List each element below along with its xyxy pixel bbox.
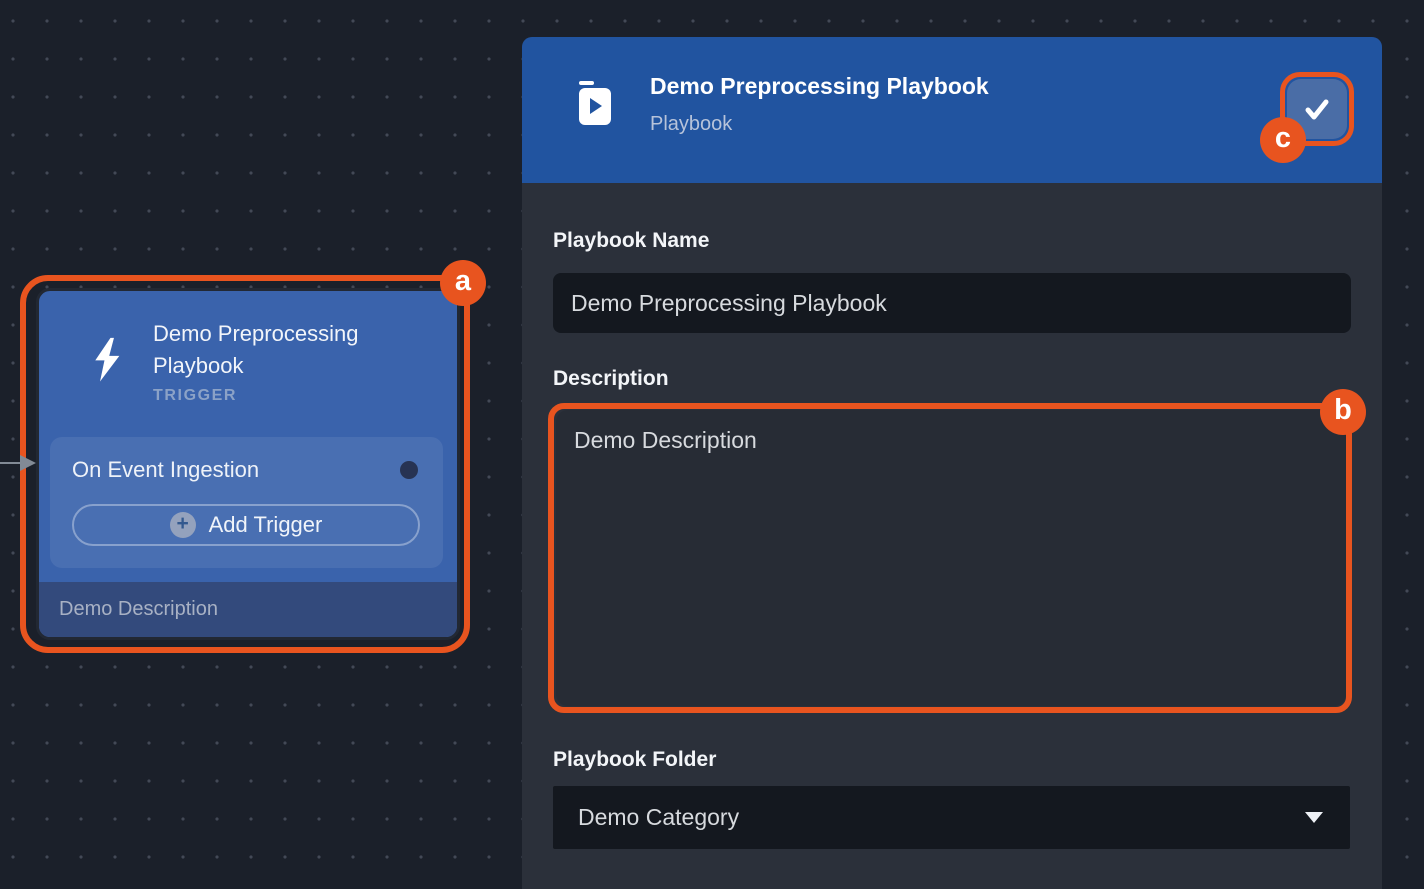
node-description-footer: Demo Description bbox=[39, 582, 457, 637]
playbook-name-label: Playbook Name bbox=[553, 229, 710, 252]
panel-title: Demo Preprocessing Playbook bbox=[650, 73, 989, 99]
annotation-b-badge: b bbox=[1320, 389, 1366, 435]
description-label: Description bbox=[553, 367, 669, 390]
panel-header: Demo Preprocessing Playbook Playbook bbox=[522, 37, 1382, 183]
check-icon bbox=[1305, 99, 1329, 120]
connector-line bbox=[0, 462, 21, 464]
add-trigger-button[interactable]: + Add Trigger bbox=[72, 504, 420, 546]
playbook-folder-label: Playbook Folder bbox=[553, 748, 717, 771]
annotation-a-badge: a bbox=[440, 260, 486, 306]
playbook-name-input[interactable] bbox=[553, 273, 1351, 333]
trigger-port-dot[interactable] bbox=[400, 461, 418, 479]
lightning-icon bbox=[95, 337, 120, 382]
caret-down-icon bbox=[1305, 812, 1323, 823]
node-title: Demo Preprocessing Playbook bbox=[153, 321, 359, 378]
annotation-c-badge: c bbox=[1260, 117, 1306, 163]
trigger-node[interactable]: Demo Preprocessing Playbook TRIGGER On E… bbox=[36, 288, 460, 640]
trigger-list: On Event Ingestion + Add Trigger bbox=[50, 437, 443, 568]
connector-arrow-icon bbox=[20, 455, 36, 471]
add-trigger-label: Add Trigger bbox=[208, 512, 323, 537]
plus-icon: + bbox=[169, 512, 196, 538]
playbook-folder-select[interactable]: Demo Category bbox=[553, 786, 1350, 849]
description-textarea[interactable]: Demo Description bbox=[556, 410, 1346, 706]
details-panel: Demo Preprocessing Playbook Playbook Pla… bbox=[522, 37, 1382, 889]
playbook-icon bbox=[579, 81, 613, 125]
panel-subtitle: Playbook bbox=[650, 113, 733, 135]
trigger-row[interactable]: On Event Ingestion bbox=[50, 437, 443, 483]
trigger-row-label: On Event Ingestion bbox=[72, 457, 260, 482]
node-type-label: TRIGGER bbox=[153, 387, 238, 404]
playbook-folder-value: Demo Category bbox=[578, 804, 740, 830]
